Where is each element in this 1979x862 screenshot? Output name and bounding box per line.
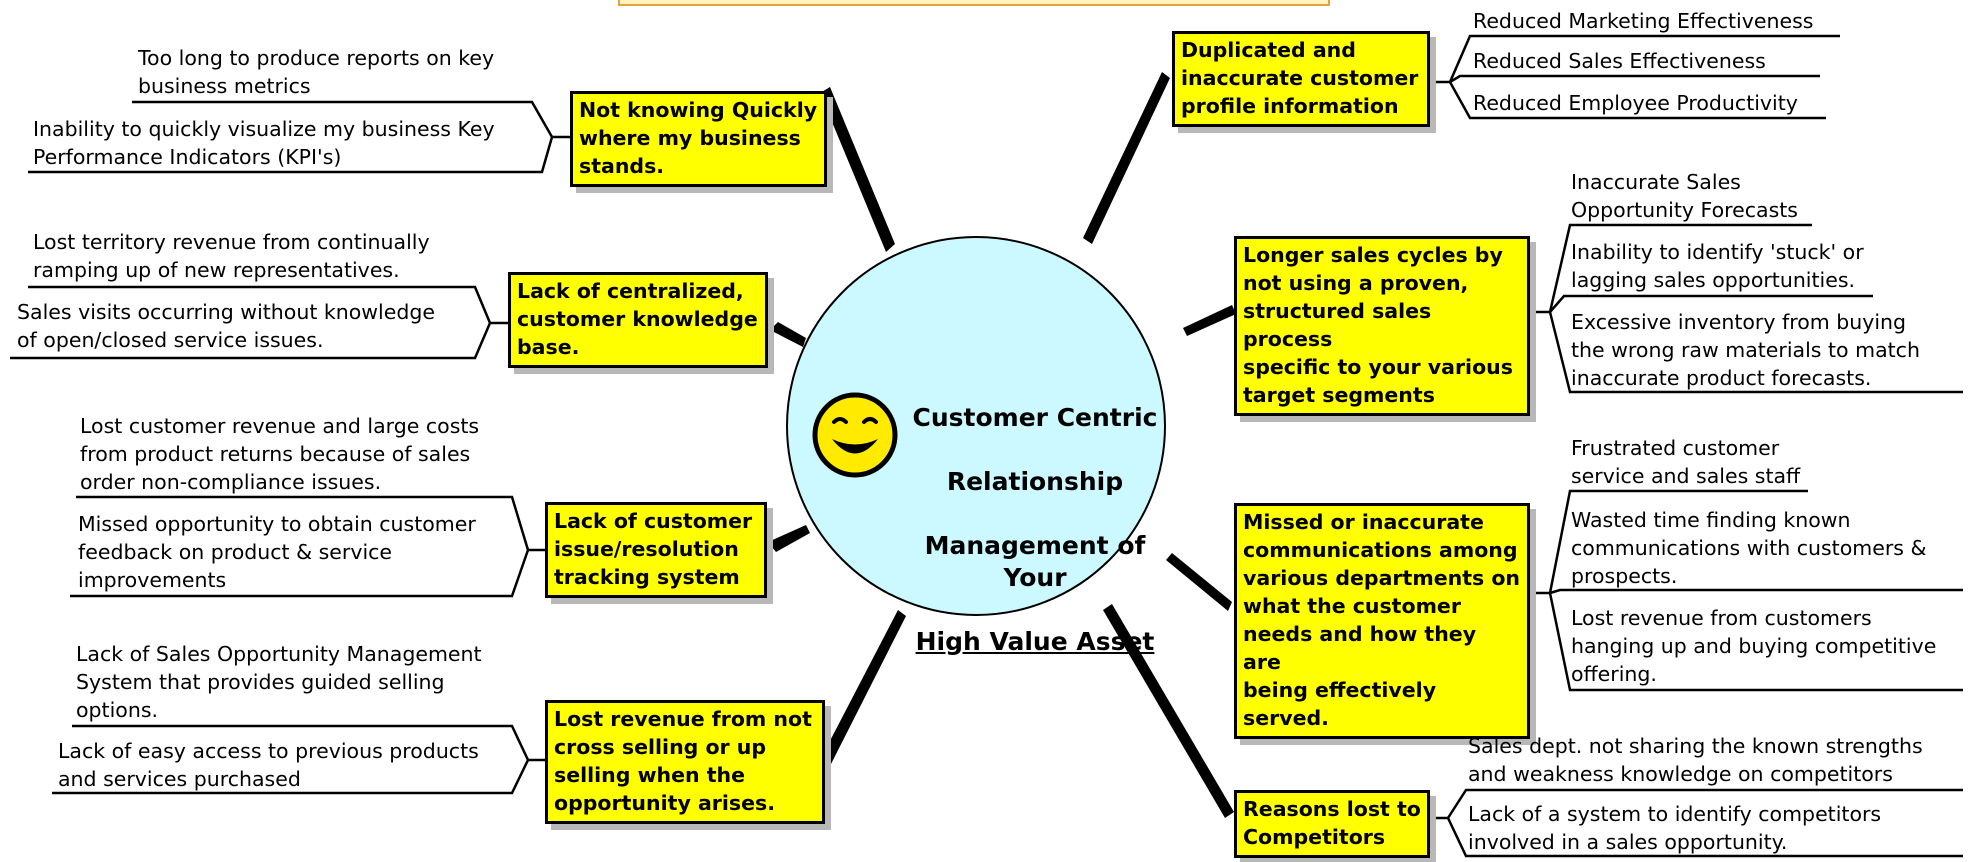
underline-feedback (70, 549, 530, 598)
top-banner-edge (618, 0, 1330, 6)
branch-issue-tracking (768, 525, 810, 552)
branch-centralized (770, 322, 806, 347)
note-guided-selling[interactable]: Lack of Sales Opportunity Management Sys… (76, 642, 482, 722)
note-frustrated-staff[interactable]: Frustrated customer service and sales st… (1571, 436, 1801, 488)
underline-frustrated (1548, 489, 1808, 594)
branch-lost-competitors (1103, 604, 1234, 818)
branch-not-knowing (820, 87, 895, 252)
underline-returns (76, 495, 530, 551)
underline-stuck (1549, 294, 1873, 313)
topic-duplicated-profile-info[interactable]: Duplicated and inaccurate customer profi… (1172, 31, 1430, 127)
branch-duplicated (1083, 72, 1170, 244)
underline-hanging (1548, 592, 1963, 692)
center-line-3: Management of Your (924, 531, 1146, 592)
underline-guided (72, 724, 530, 761)
note-excessive-inventory[interactable]: Excessive inventory from buying the wron… (1571, 310, 1920, 390)
underline-strengths (1446, 788, 1963, 819)
branch-longer-cycles (1183, 305, 1236, 336)
underline-reports (132, 100, 554, 138)
branch-missed-comms (1166, 553, 1232, 611)
note-stuck-opportunities[interactable]: Inability to identify 'stuck' or lagging… (1571, 240, 1864, 292)
note-reduced-marketing[interactable]: Reduced Marketing Effectiveness (1473, 9, 1814, 33)
underline-kpi (28, 136, 554, 174)
underline-sales-eff (1449, 74, 1820, 84)
topic-lack-centralized-knowledge-base[interactable]: Lack of centralized, customer knowledge … (508, 272, 768, 368)
topic-lack-issue-tracking[interactable]: Lack of customer issue/resolution tracki… (545, 502, 767, 598)
note-customer-feedback[interactable]: Missed opportunity to obtain customer fe… (78, 512, 476, 592)
central-topic-title: Customer Centric Relationship Management… (895, 370, 1175, 658)
underline-territory (28, 285, 492, 324)
branch-lost-revenue (820, 610, 906, 766)
smiley-face-icon (812, 392, 898, 478)
note-identify-competitors[interactable]: Lack of a system to identify competitors… (1468, 802, 1882, 854)
note-reduced-sales[interactable]: Reduced Sales Effectiveness (1473, 49, 1766, 73)
underline-previous (52, 759, 530, 795)
center-line-1: Customer Centric (912, 403, 1158, 432)
topic-missed-communications[interactable]: Missed or inaccurate communications amon… (1234, 503, 1530, 739)
topic-reasons-lost-to-competitors[interactable]: Reasons lost to Competitors (1234, 790, 1430, 858)
underline-marketing (1448, 34, 1840, 83)
note-wasted-time[interactable]: Wasted time finding known communications… (1571, 508, 1927, 588)
underline-productivity (1448, 81, 1826, 120)
note-lost-territory-revenue[interactable]: Lost territory revenue from continually … (33, 230, 430, 282)
note-inaccurate-forecasts[interactable]: Inaccurate Sales Opportunity Forecasts (1571, 170, 1798, 222)
underline-wasted (1549, 588, 1963, 595)
note-competitor-knowledge[interactable]: Sales dept. not sharing the known streng… (1468, 734, 1923, 786)
topic-longer-sales-cycles[interactable]: Longer sales cycles by not using a prove… (1234, 236, 1530, 416)
note-reduced-productivity[interactable]: Reduced Employee Productivity (1473, 91, 1798, 115)
note-customers-hanging-up[interactable]: Lost revenue from customers hanging up a… (1571, 606, 1937, 686)
topic-lost-revenue-cross-selling[interactable]: Lost revenue from not cross selling or u… (545, 700, 825, 824)
note-reports-key-metrics[interactable]: Too long to produce reports on key busin… (138, 46, 495, 98)
note-sales-visits-service-issues[interactable]: Sales visits occurring without knowledge… (17, 300, 436, 352)
underline-inventory (1548, 311, 1963, 394)
underline-forecasts (1548, 223, 1812, 313)
center-line-4: High Value Asset (915, 627, 1155, 656)
note-visualize-kpi[interactable]: Inability to quickly visualize my busine… (33, 117, 495, 169)
center-line-2: Relationship (946, 467, 1124, 496)
note-previous-products[interactable]: Lack of easy access to previous products… (58, 739, 479, 791)
underline-identify (1446, 817, 1963, 858)
note-product-returns[interactable]: Lost customer revenue and large costs fr… (80, 414, 480, 494)
underline-sales-visits (10, 322, 492, 360)
topic-not-knowing-quickly[interactable]: Not knowing Quickly where my business st… (570, 91, 827, 187)
